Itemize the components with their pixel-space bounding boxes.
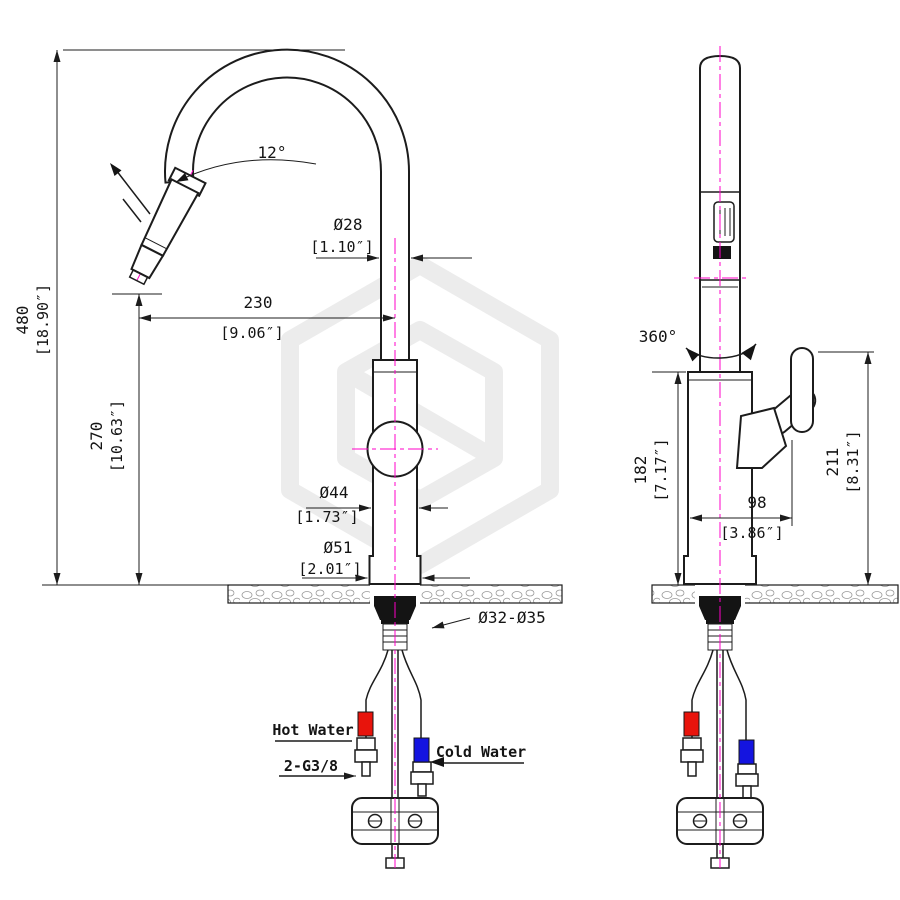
wand-nozzle: [130, 243, 165, 280]
wand-window: [713, 246, 731, 259]
dim-label-reach-in: [9.06″]: [220, 324, 283, 342]
hot-water-marker: [357, 711, 374, 737]
cold-water-label: Cold Water: [436, 743, 526, 761]
mounting-washer: [381, 618, 409, 624]
wand-aerator: [128, 268, 149, 286]
side-faucet: [683, 46, 817, 868]
dim-spout-diameter: Ø28 [1.10″]: [310, 215, 472, 262]
spout-gooseneck: [164, 48, 411, 369]
dim-label-handle-height-in: [8.31″]: [844, 430, 862, 493]
dim-label-spout-dia-mm: Ø28: [334, 215, 363, 234]
dim-wand-angle: 12°: [175, 143, 317, 183]
supply-hose-cold: [401, 649, 434, 797]
side-underdeck: [676, 596, 764, 869]
dim-label-base-dia-in: [2.01″]: [298, 560, 361, 578]
weight-bolt-icon: [367, 813, 383, 829]
supply-labels: Hot Water Cold Water 2-G3/8: [272, 721, 526, 780]
dim-label-body-height-in: [7.17″]: [652, 438, 670, 501]
dim-reach: 230 [9.06″]: [139, 293, 395, 342]
thread-label: 2-G3/8: [284, 757, 338, 775]
front-faucet: [110, 48, 438, 868]
spray-button: [713, 201, 735, 243]
deck-side: [651, 584, 899, 604]
cold-leader-arrow-icon: [430, 757, 444, 767]
dim-label-hole-range: Ø32-Ø35: [478, 608, 545, 627]
dim-label-spout-height-in: [10.63″]: [108, 400, 126, 472]
dim-label-body-dia-mm: Ø44: [320, 483, 349, 502]
dim-label-reach-mm: 230: [244, 293, 273, 312]
wand-body: [140, 178, 200, 258]
dim-label-spout-dia-in: [1.10″]: [310, 238, 373, 256]
weight-bolt-icon: [732, 813, 748, 829]
cold-water-marker: [413, 737, 430, 763]
front-dimensions: 480 [18.90″] 270 [10.63″] 230 [9.06″] Ø2…: [13, 49, 546, 780]
dim-depth: 98 [3.86″]: [690, 440, 793, 542]
lever-grip: [790, 347, 814, 433]
dim-label-depth-mm: 98: [747, 493, 766, 512]
handle-lever: [735, 347, 817, 469]
lever-joint: [735, 406, 788, 469]
supply-hose-cold: [726, 649, 759, 799]
counter-deck: [227, 584, 899, 604]
pullout-wand: [128, 166, 207, 286]
hot-water-label: Hot Water: [272, 721, 353, 739]
pullout-hose: [716, 650, 724, 798]
weight-bolt-icon: [692, 813, 708, 829]
dim-label-rotation: 360°: [639, 327, 678, 346]
weight-bolt-icon: [407, 813, 423, 829]
dim-label-body-dia-in: [1.73″]: [295, 508, 358, 526]
hot-water-marker: [683, 711, 700, 737]
swivel-arrow: 360°: [639, 327, 757, 362]
dim-spout-height: 270 [10.63″]: [87, 293, 162, 585]
dim-handle-height: 211 [8.31″]: [818, 351, 874, 585]
cold-water-marker: [738, 739, 755, 765]
dim-label-spout-height-mm: 270: [87, 422, 106, 451]
dim-body-diameter: Ø44 [1.73″]: [295, 483, 448, 526]
dim-body-height: 182 [7.17″]: [631, 371, 686, 585]
dim-label-total-height-in: [18.90″]: [34, 284, 52, 356]
pullout-hose: [391, 650, 399, 798]
dim-label-total-height-mm: 480: [13, 306, 32, 335]
front-view: 480 [18.90″] 270 [10.63″] 230 [9.06″] Ø2…: [13, 48, 546, 869]
dim-label-depth-in: [3.86″]: [720, 524, 783, 542]
dim-total-height: 480 [18.90″]: [13, 49, 345, 586]
dim-label-body-height-mm: 182: [631, 456, 650, 485]
dim-label-angle: 12°: [258, 143, 287, 162]
front-underdeck: [351, 596, 439, 869]
dim-label-handle-height-mm: 211: [823, 448, 842, 477]
supply-hose-hot: [354, 649, 389, 777]
dim-hole-range: Ø32-Ø35: [431, 608, 546, 629]
side-dimensions: 182 [7.17″] 211 [8.31″] 98 [3.86″]: [631, 351, 874, 585]
pull-direction-arrow: [110, 163, 151, 223]
dim-label-base-dia-mm: Ø51: [324, 538, 353, 557]
side-view: 360° 182 [7.17″] 211 [8.31″] 98: [631, 46, 874, 869]
dim-base-diameter: Ø51 [2.01″]: [298, 538, 470, 582]
